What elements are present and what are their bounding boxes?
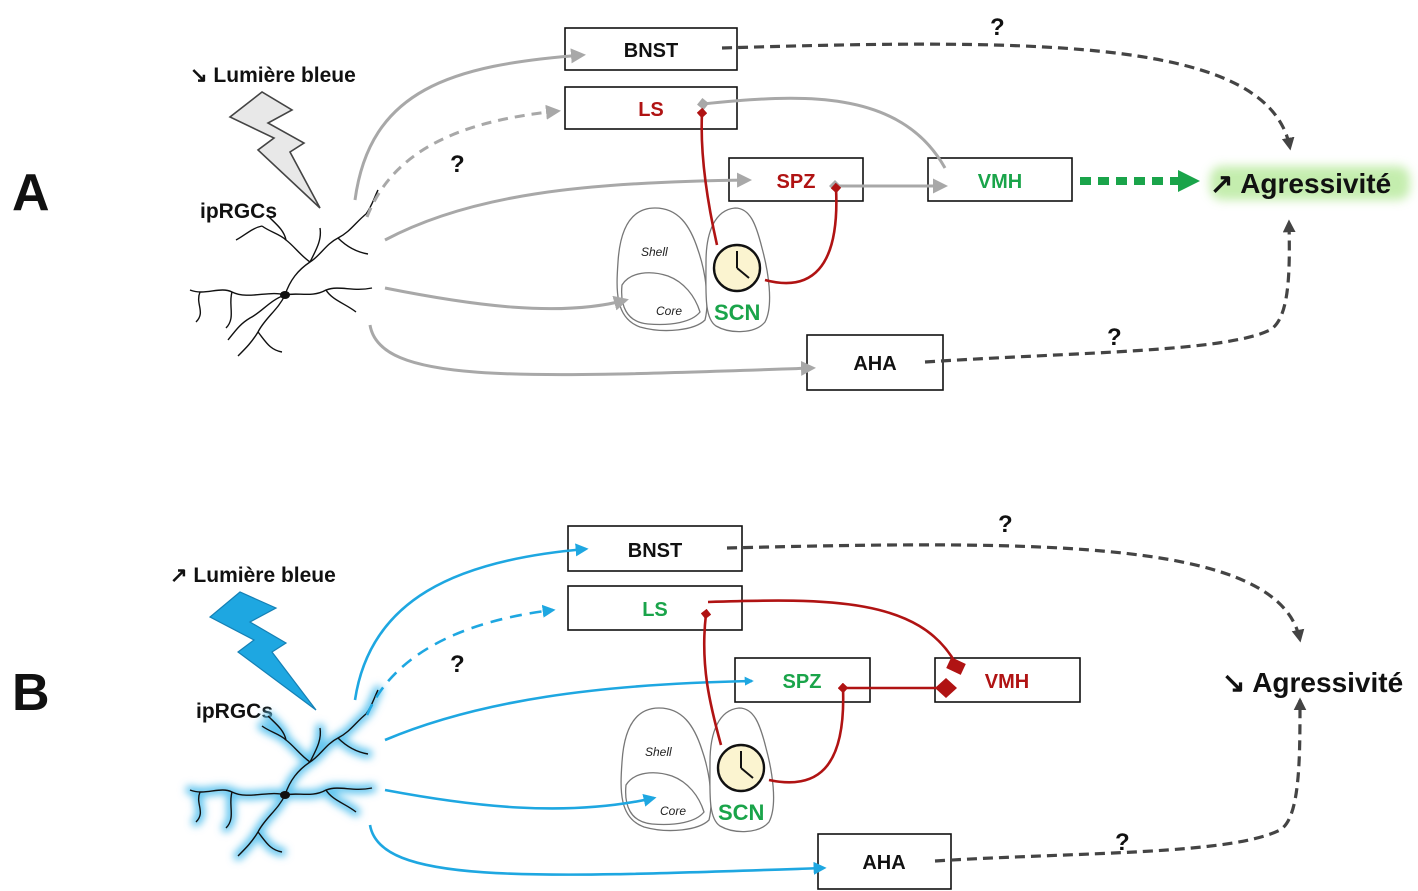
spz-vmh-inhibition-endpoint-icon: [935, 678, 957, 698]
aggressivity-increase-label: ↗ Agressivité: [1210, 168, 1391, 199]
shell-label: Shell: [645, 745, 672, 759]
aggressivity-decrease-label: ↘ Agressivité: [1222, 667, 1403, 698]
question-mark-ls: ?: [450, 151, 465, 178]
panel-letter-a: A: [12, 164, 50, 222]
iprgc-label: ipRGCs: [200, 200, 277, 223]
ls-label: LS: [642, 599, 668, 621]
core-label: Core: [660, 804, 686, 818]
ls-vmh-inhibition-endpoint-icon: [946, 657, 966, 675]
bnst-label: BNST: [624, 40, 678, 62]
scn-label: SCN: [718, 800, 764, 825]
vmh-box: VMH: [927, 157, 1073, 202]
blue-light-label: ↘ Lumière bleue: [190, 64, 356, 87]
spz-label: SPZ: [777, 171, 816, 193]
aggressivity-glow: [1210, 166, 1410, 200]
ls-to-vmh-gray-link: [697, 96, 947, 169]
clock-icon: [716, 743, 766, 793]
panel-letter-b: B: [12, 664, 50, 722]
spz-label: SPZ: [783, 671, 822, 693]
lightning-bolt-icon: [228, 91, 321, 209]
spz-box: SPZ: [734, 657, 871, 703]
vmh-label: VMH: [985, 671, 1029, 693]
ls-to-vmh-red-line: [707, 599, 958, 665]
iprgc-neuron-icon: [189, 189, 379, 357]
question-mark-ls: ?: [450, 651, 465, 678]
iprgc-neuron-icon: [189, 689, 379, 857]
core-label: Core: [656, 304, 682, 318]
scn-nucleus: Shell Core SCN: [620, 707, 775, 833]
vmh-label: VMH: [978, 171, 1022, 193]
iprgc-to-spz-thick-arrow: [384, 676, 754, 742]
question-mark-bnst: ?: [998, 511, 1013, 538]
iprgc-to-aha-arrow: [368, 324, 816, 377]
aha-box: AHA: [817, 833, 952, 890]
ls-box: LS: [564, 86, 738, 130]
scn-to-spz-red-line: [764, 182, 842, 285]
aha-label: AHA: [862, 852, 905, 874]
iprgc-to-spz-arrow: [384, 172, 752, 242]
iprgc-to-bnst-arrow: [353, 48, 586, 201]
ls-label: LS: [638, 99, 664, 121]
bnst-label: BNST: [628, 540, 682, 562]
blue-light-label: ↗ Lumière bleue: [170, 564, 336, 587]
aha-to-aggressivity-dashed-arrow: [934, 697, 1307, 863]
shell-label: Shell: [641, 245, 668, 259]
scn-nucleus: Shell Core SCN: [616, 207, 771, 333]
panel-a: A ↘ Lumière bleue ipRGCs: [12, 14, 1410, 391]
green-arrowhead-icon: [1178, 170, 1200, 192]
scn-to-spz-red-line: [768, 682, 849, 784]
aha-box: AHA: [806, 334, 944, 391]
bnst-box: BNST: [564, 27, 738, 71]
iprgc-to-aha-arrow: [368, 824, 827, 876]
lightning-bolt-icon: [208, 591, 317, 711]
iprgc-to-bnst-arrow: [353, 543, 589, 701]
ls-box: LS: [567, 585, 743, 631]
aha-label: AHA: [853, 353, 896, 375]
bnst-to-aggressivity-dashed-arrow: [721, 42, 1295, 151]
scn-label: SCN: [714, 300, 760, 325]
spz-box: SPZ: [728, 157, 864, 202]
iprgc-to-scn-core-arrow: [384, 286, 629, 311]
iprgc-to-ls-dashed-arrow: [365, 104, 561, 218]
scn-to-ls-red-line: [700, 608, 723, 746]
question-mark-aha: ?: [1107, 324, 1122, 351]
aha-to-aggressivity-dashed-arrow: [924, 219, 1296, 364]
iprgc-to-ls-dashed-arrow: [365, 604, 556, 716]
spz-red-origin-icon: [838, 683, 848, 693]
iprgc-label: ipRGCs: [196, 700, 273, 723]
clock-icon: [712, 243, 762, 293]
bnst-box: BNST: [567, 525, 743, 572]
bnst-to-aggressivity-dashed-arrow: [726, 543, 1305, 643]
question-mark-aha: ?: [1115, 829, 1130, 856]
scn-to-ls-red-line: [696, 107, 719, 246]
question-mark-bnst: ?: [990, 14, 1005, 41]
iprgc-to-scn-core-arrow: [384, 788, 657, 810]
panel-b: B ↗ Lumière bleue ipRGCs: [12, 511, 1403, 890]
